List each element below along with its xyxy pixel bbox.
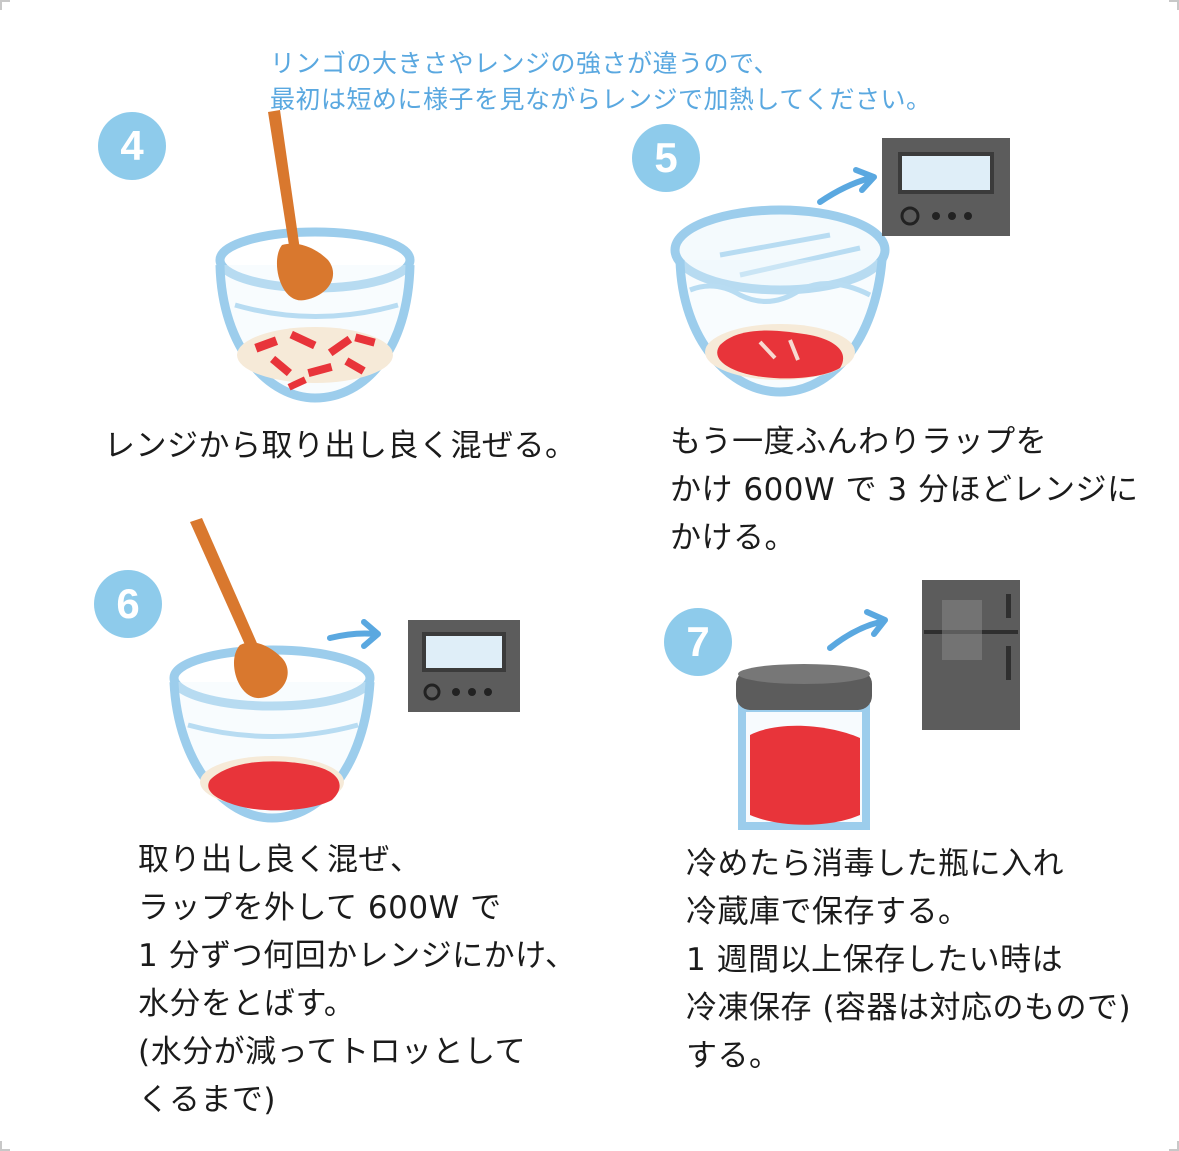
arrow-icon [827, 619, 883, 651]
apple-pieces-icon [705, 324, 855, 380]
step-6-caption: 取り出し良く混ぜ、 ラップを外して 600W で 1 分ずつ何回かレンジにかけ、… [138, 836, 577, 1124]
step-6-badge: 6 [94, 570, 162, 638]
step-4-badge: 4 [98, 112, 166, 180]
wooden-spatula-icon [190, 518, 288, 699]
apple-pieces-icon [200, 756, 344, 811]
step-6-caption-line: 水分をとばす。 [138, 986, 356, 1022]
step-6-caption-line: 取り出し良く混ぜ、 [138, 842, 422, 878]
step-5-caption: もう一度ふんわりラップを かけ 600W で 3 分ほどレンジに かける。 [670, 418, 1138, 562]
step-6-illustration [169, 518, 520, 823]
step-4-caption: レンジから取り出し良く混ぜる。 [104, 422, 577, 470]
step-7-caption-line: 冷蔵庫で保存する。 [686, 894, 970, 930]
wooden-spatula-icon [268, 110, 334, 301]
plastic-wrap [670, 205, 890, 295]
corner-mark [1169, 1141, 1179, 1151]
step-5-caption-line: もう一度ふんわりラップを [670, 424, 1048, 460]
step-6-caption-line: ラップを外して 600W で [138, 890, 502, 926]
step-7-caption-line: 冷めたら消毒した瓶に入れ [686, 846, 1064, 882]
arrow-icon [817, 175, 873, 205]
step-6-caption-line: くるまで) [138, 1082, 276, 1118]
corner-mark [1169, 0, 1179, 10]
corner-mark [0, 0, 10, 10]
step-7-caption-line: 1 週間以上保存したい時は [686, 942, 1064, 978]
step-5-badge: 5 [632, 124, 700, 192]
heating-note-line-2: 最初は短めに様子を見ながらレンジで加熱してください。 [270, 85, 932, 114]
corner-mark [0, 1141, 10, 1151]
step-7-illustration [736, 580, 1020, 830]
step-5-illustration [670, 138, 1010, 397]
microwave-icon [882, 138, 1010, 236]
step-7-badge: 7 [664, 608, 732, 676]
step-7-caption-line: 冷凍保存 (容器は対応のもので) [686, 990, 1132, 1026]
storage-jar-icon [736, 664, 872, 830]
heating-note: リンゴの大きさやレンジの強さが違うので、 最初は短めに様子を見ながらレンジで加熱… [270, 46, 950, 118]
arrow-icon [327, 630, 378, 641]
step-6-caption-line: (水分が減ってトロッとして [138, 1034, 527, 1070]
heating-note-line-1: リンゴの大きさやレンジの強さが違うので、 [270, 49, 780, 78]
step-7-caption: 冷めたら消毒した瓶に入れ 冷蔵庫で保存する。 1 週間以上保存したい時は 冷凍保… [686, 840, 1131, 1080]
apple-pieces-icon [237, 327, 393, 391]
step-4-caption-line: レンジから取り出し良く混ぜる。 [104, 428, 577, 464]
step-5-caption-line: かける。 [670, 520, 796, 556]
step-7-caption-line: する。 [686, 1038, 781, 1074]
step-6-caption-line: 1 分ずつ何回かレンジにかけ、 [138, 938, 577, 974]
microwave-icon [408, 620, 520, 712]
step-5-caption-line: かけ 600W で 3 分ほどレンジに [670, 472, 1139, 508]
refrigerator-icon [922, 580, 1020, 730]
step-4-illustration [215, 110, 415, 403]
